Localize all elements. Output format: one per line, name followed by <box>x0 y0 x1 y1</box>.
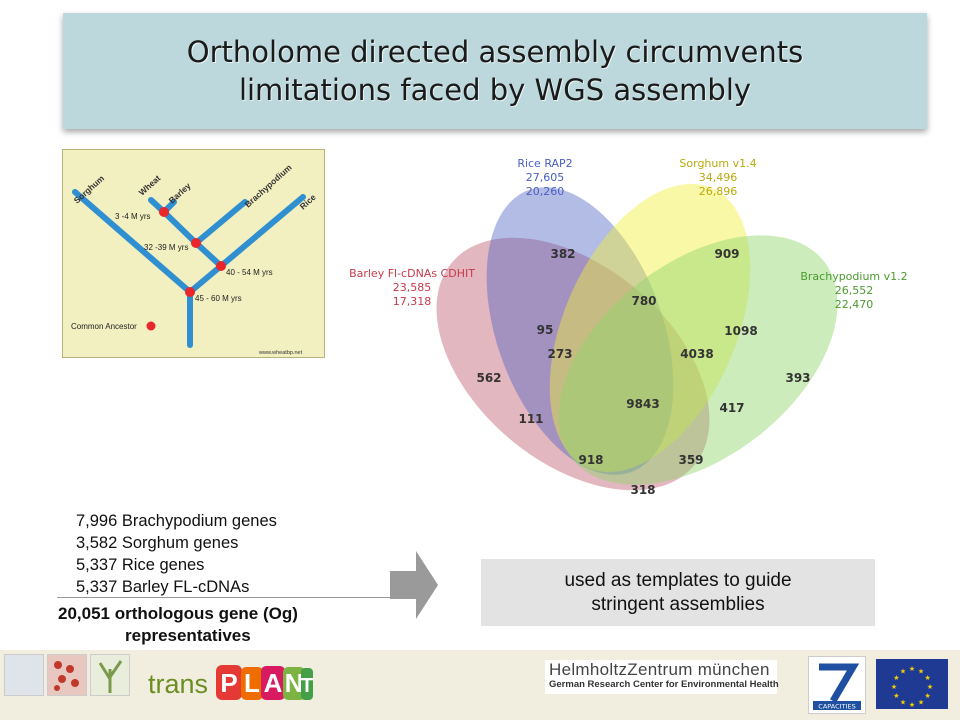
sum-divider <box>57 597 397 598</box>
venn-label-brachypodium: Brachypodium v1.2 <box>800 270 907 283</box>
total-line-2: representatives <box>125 626 251 645</box>
svg-text:★: ★ <box>900 699 906 707</box>
venn-region-rice-brachypodium: 417 <box>719 401 744 415</box>
venn-count-brachypodium-1: 26,552 <box>835 284 874 297</box>
gene-count-brachypodium: 7,996 Brachypodium genes <box>76 512 277 530</box>
footer-bar <box>0 650 960 720</box>
footer-thumbnail-3 <box>90 654 130 696</box>
slide-title: Ortholome directed assembly circumvents … <box>63 13 927 129</box>
gene-count-sorghum: 3,582 Sorghum genes <box>76 534 239 552</box>
common-ancestor-marker <box>146 321 156 331</box>
species-rice: Rice <box>298 192 318 212</box>
svg-text:★: ★ <box>924 692 930 700</box>
venn-set-rice <box>486 187 674 475</box>
gene-count-rice: 5,337 Rice genes <box>76 556 205 574</box>
divergence-45-60: 45 - 60 M yrs <box>195 294 242 303</box>
footer-thumbnail-1 <box>4 654 44 696</box>
divergence-40-54: 40 - 54 M yrs <box>226 268 273 277</box>
tree-credit: www.wheatbp.net <box>258 350 303 356</box>
total-orthologous-genes: 20,051 orthologous gene (Og) representat… <box>58 603 298 647</box>
svg-text:★: ★ <box>918 667 924 675</box>
svg-text:★: ★ <box>891 683 897 691</box>
node-rice <box>216 261 226 271</box>
venn-region-sorghum-only: 909 <box>714 247 739 261</box>
phylogenetic-tree: Sorghum Wheat Barley Brachypodium Rice 3… <box>62 149 325 358</box>
gene-count-list: 7,996 Brachypodium genes 3,582 Sorghum g… <box>76 510 277 598</box>
species-barley: Barley <box>167 180 193 205</box>
venn-region-barley-brachypodium: 318 <box>630 483 655 497</box>
templates-callout: used as templates to guide stringent ass… <box>481 559 875 626</box>
svg-text:★: ★ <box>909 701 915 709</box>
transplant-letter-t: T <box>301 675 313 697</box>
transplant-letter-p: P <box>220 668 237 698</box>
venn-label-rice: Rice RAP2 <box>517 157 572 170</box>
title-line-2: limitations faced by WGS assembly <box>238 73 752 107</box>
svg-text:★: ★ <box>927 683 933 691</box>
helmholtz-subtitle: German Research Center for Environmental… <box>549 679 779 690</box>
venn-set-sorghum <box>549 183 751 473</box>
venn-diagram: Rice RAP2 27,605 20,260 Sorghum v1.4 34,… <box>349 150 908 500</box>
venn-region-barley-rice-brachypodium: 359 <box>678 453 703 467</box>
venn-count-barley-1: 23,585 <box>393 281 432 294</box>
venn-set-brachypodium <box>558 235 838 485</box>
transplant-letter-n: N <box>285 668 304 698</box>
species-wheat: Wheat <box>137 173 163 198</box>
templates-line-2: stringent assemblies <box>591 593 765 615</box>
venn-region-barley-sorghum-brachypodium: 918 <box>578 453 603 467</box>
title-line-1: Ortholome directed assembly circumvents <box>186 35 804 69</box>
templates-line-1: used as templates to guide <box>564 569 792 591</box>
venn-region-all-four: 9843 <box>626 397 659 411</box>
node-sorghum <box>185 287 195 297</box>
transplant-prefix: trans <box>148 669 208 699</box>
footer-thumbnail-2 <box>47 654 87 696</box>
helmholtz-name: HelmholtzZentrum münchen <box>549 660 770 679</box>
venn-region-barley-sorghum: 111 <box>518 412 543 426</box>
node-wheat-barley <box>159 207 169 217</box>
transplant-letter-a: A <box>264 668 283 698</box>
venn-region-sorghum-brachypodium: 1098 <box>724 324 757 338</box>
svg-text:★: ★ <box>893 674 899 682</box>
venn-label-sorghum: Sorghum v1.4 <box>679 157 756 170</box>
divergence-32-39: 32 -39 M yrs <box>144 243 188 252</box>
fp7-label: CAPACITIES <box>818 703 855 711</box>
venn-count-brachypodium-2: 22,470 <box>835 298 874 311</box>
venn-region-rice-only: 382 <box>550 247 575 261</box>
svg-text:★: ★ <box>900 667 906 675</box>
svg-text:★: ★ <box>909 665 915 673</box>
venn-count-rice-2: 20,260 <box>526 185 565 198</box>
venn-count-rice-1: 27,605 <box>526 171 565 184</box>
venn-label-barley: Barley Fl-cDNAs CDHIT <box>349 267 475 280</box>
venn-region-rice-sorghum-brachypodium: 4038 <box>680 347 713 361</box>
right-arrow-icon <box>390 551 438 619</box>
node-brachypodium <box>191 238 201 248</box>
venn-region-rice-sorghum: 780 <box>631 294 656 308</box>
gene-count-barley: 5,337 Barley FL-cDNAs <box>76 578 250 596</box>
venn-region-brachypodium-only: 393 <box>785 371 810 385</box>
svg-text:★: ★ <box>918 699 924 707</box>
transplant-letter-l: L <box>244 668 260 698</box>
transplant-logo: trans P L A N T <box>148 662 313 710</box>
svg-text:★: ★ <box>924 674 930 682</box>
venn-region-barley-rice: 95 <box>537 323 554 337</box>
total-line-1: 20,051 orthologous gene (Og) <box>58 604 298 623</box>
venn-count-sorghum-2: 26,896 <box>699 185 738 198</box>
legend-common-ancestor: Common Ancestor <box>71 322 137 331</box>
venn-region-barley-rice-sorghum: 273 <box>547 347 572 361</box>
svg-text:★: ★ <box>893 692 899 700</box>
species-brachypodium: Brachypodium <box>243 162 294 210</box>
fp7-capacities-logo: CAPACITIES <box>808 656 866 714</box>
venn-count-barley-2: 17,318 <box>393 295 432 308</box>
venn-region-barley-only: 562 <box>476 371 501 385</box>
eu-flag-logo: ★★★ ★★★ ★★★ ★★★ <box>876 659 948 709</box>
helmholtz-logo <box>545 660 777 694</box>
divergence-3-4: 3 -4 M yrs <box>115 212 151 221</box>
venn-count-sorghum-1: 34,496 <box>699 171 738 184</box>
venn-set-barley <box>436 237 710 491</box>
